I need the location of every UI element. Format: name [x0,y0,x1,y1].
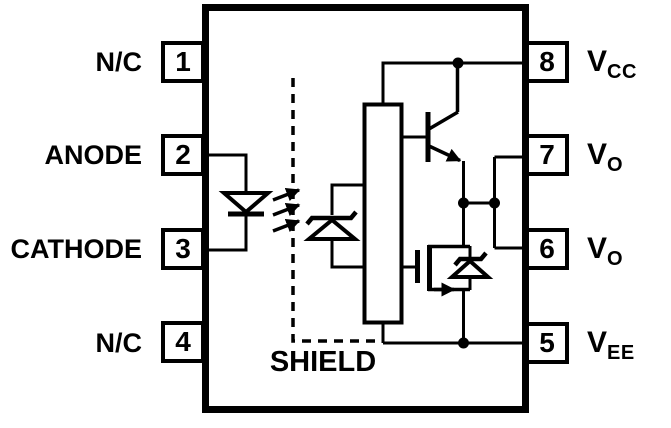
voltage-subscript: O [607,248,624,270]
pin3-label: CATHODE [10,234,143,264]
pin1-label: N/C [95,47,143,77]
voltage-letter: V [587,45,608,78]
pin-box-3: 3 [161,228,205,270]
pin-box-1: 1 [161,41,205,83]
shield-dashed-boundary [291,78,383,343]
pin-number: 3 [175,233,191,264]
pin2-label: ANODE [44,140,142,170]
voltage-letter: V [587,138,608,171]
voltage-subscript: EE [607,342,635,364]
pin4-label: N/C [95,328,143,358]
voltage-letter: V [587,232,608,265]
junction-dots [452,57,500,349]
amplifier-block [362,102,404,325]
pin6-label: VO [587,232,624,271]
vcc-wire [381,61,531,104]
pin-box-2: 2 [161,134,205,176]
pin-box-6: 6 [525,228,569,270]
pin-number: 6 [539,233,555,264]
pin-box-7: 7 [525,134,569,176]
voltage-subscript: O [607,154,624,176]
pin5-label: VEE [587,326,635,365]
vee-rail [381,322,531,345]
npn-transistor-symbol [402,63,465,203]
pin-number: 5 [539,327,555,358]
pin-number: 8 [539,46,555,77]
pin8-label: VCC [587,45,637,84]
voltage-subscript: CC [607,61,637,83]
light-emission-arrows-icon [272,187,301,233]
body-diode-symbol [446,246,494,290]
shield-label: SHIELD [269,346,377,378]
voltage-letter: V [587,326,608,359]
photodiode-symbol [303,183,363,269]
output-mosfet-symbol [402,244,494,343]
pin-number: 7 [539,139,555,170]
pin-box-4: 4 [161,321,205,363]
input-led-symbol [218,191,274,217]
pin-number: 2 [175,139,191,170]
pin-number: 1 [175,46,191,77]
pin-box-8: 8 [525,41,569,83]
pin7-label: VO [587,138,624,177]
pin-number: 4 [175,326,191,357]
pin-box-5: 5 [525,322,569,364]
